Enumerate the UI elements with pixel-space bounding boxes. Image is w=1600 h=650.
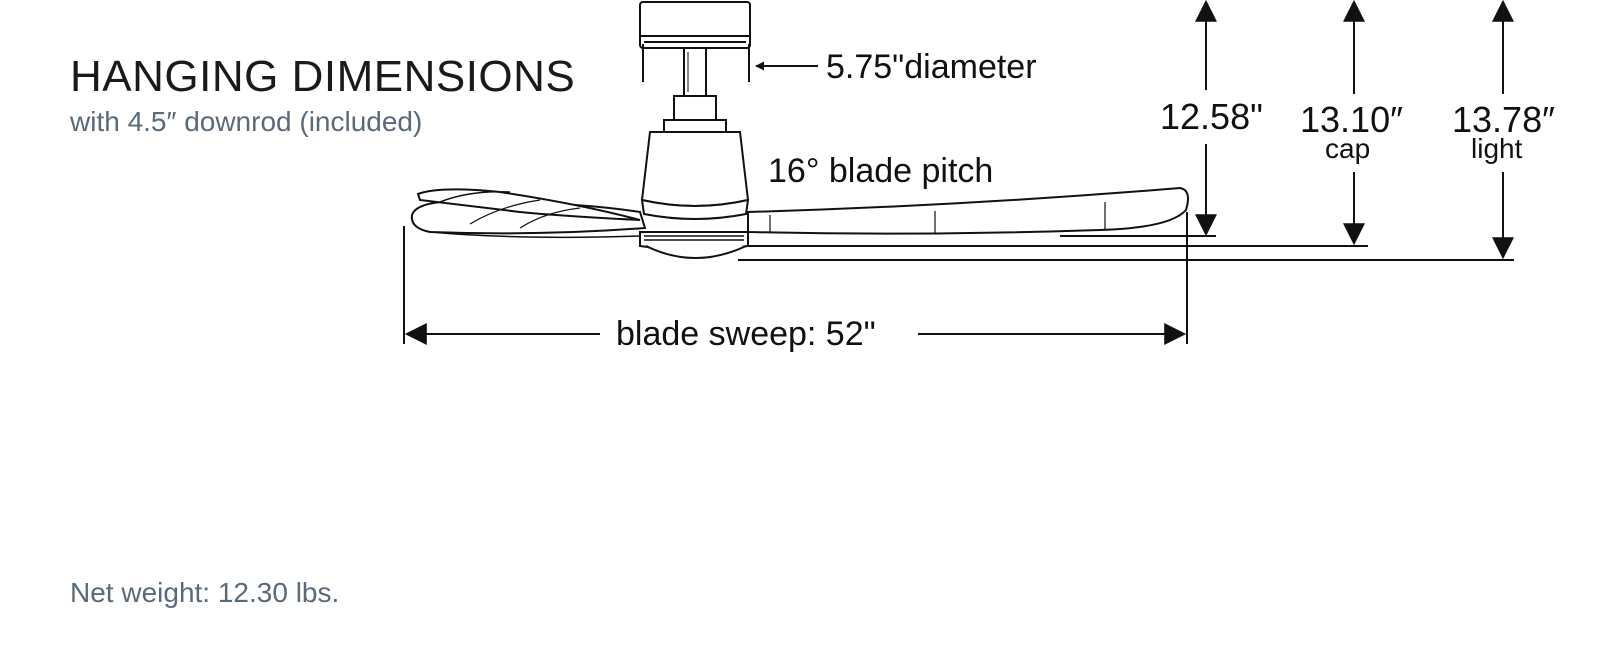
cap-height-label: cap xyxy=(1325,133,1370,164)
blade-height-dimension xyxy=(1060,0,1217,237)
blade-sweep-dimension xyxy=(403,212,1188,345)
cap-height-value: 13.10″ xyxy=(1300,99,1403,140)
blade-height-value: 12.58" xyxy=(1160,96,1263,137)
right-blade xyxy=(747,186,1189,235)
light-height-label: light xyxy=(1471,133,1523,164)
canopy-diameter-dimension xyxy=(642,44,818,82)
canopy xyxy=(639,1,751,49)
light-height-dimension xyxy=(738,0,1514,261)
motor-housing xyxy=(640,131,750,220)
light-height-value: 13.78″ xyxy=(1452,99,1555,140)
cap-height-dimension xyxy=(748,0,1368,247)
light-kit xyxy=(639,231,749,259)
left-blade xyxy=(410,188,647,239)
ceiling-fan-illustration xyxy=(410,1,1189,259)
page-title: HANGING DIMENSIONS xyxy=(70,52,576,101)
blade-pitch-label: 16° blade pitch xyxy=(768,152,993,190)
blade-sweep-label: blade sweep: 52" xyxy=(616,315,876,353)
canopy-diameter-label: 5.75"diameter xyxy=(826,48,1037,86)
net-weight: Net weight: 12.30 lbs. xyxy=(70,577,340,608)
page-subtitle: with 4.5″ downrod (included) xyxy=(70,106,423,137)
downrod xyxy=(663,47,727,133)
